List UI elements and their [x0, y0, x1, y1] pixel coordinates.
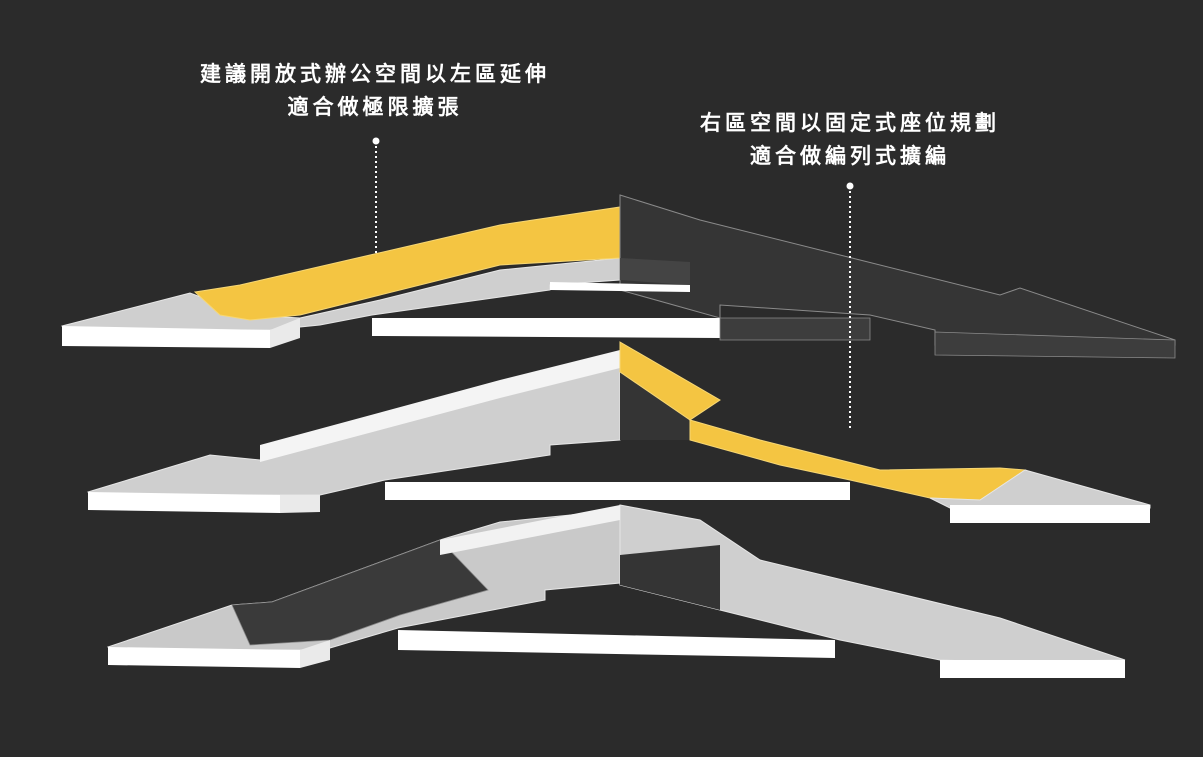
bottom-floor-wall-core [300, 640, 330, 668]
middle-floor-wall-left [88, 492, 280, 513]
bottom-floor-wall-center [398, 630, 835, 658]
callout-right-dot [846, 182, 854, 190]
callout-left-dot [372, 137, 380, 145]
annotation-right-line1: 右區空間以固定式座位規劃 [700, 111, 1000, 135]
middle-floor-backwall-left [260, 350, 620, 462]
callout-left [372, 137, 380, 255]
top-floor [61, 194, 1176, 359]
annotation-right-wing: 右區空間以固定式座位規劃 適合做編列式擴編 [660, 107, 1040, 173]
annotation-left-wing: 建議開放式辦公空間以左區延伸 適合做極限擴張 [170, 58, 580, 124]
bottom-floor-wall-right [940, 660, 1125, 678]
top-floor-wall-center [372, 318, 720, 338]
top-floor-wall-far-right [934, 331, 1176, 359]
bottom-floor [106, 504, 1126, 678]
top-floor-core-gray [620, 258, 690, 285]
top-floor-wall-right-dark [719, 317, 871, 341]
top-floor-wall-core [270, 318, 300, 348]
middle-floor-wall-center [385, 482, 850, 500]
top-floor-wall-bay [550, 282, 690, 292]
top-floor-wall-left [62, 326, 270, 348]
middle-floor [87, 341, 1151, 523]
annotation-right-line2: 適合做編列式擴編 [750, 144, 950, 168]
top-floor-highlight-left[interactable] [193, 206, 621, 321]
middle-floor-wall-right [950, 505, 1150, 523]
annotation-left-line2: 適合做極限擴張 [287, 95, 463, 119]
middle-floor-wall-core [280, 495, 320, 513]
bottom-floor-dark-zone [231, 539, 489, 646]
annotation-left-line1: 建議開放式辦公空間以左區延伸 [200, 62, 550, 86]
bottom-floor-wall-left [108, 647, 300, 668]
bottom-floor-dark-core [620, 545, 720, 610]
bottom-floor-backwall-left [440, 505, 620, 555]
callout-right [846, 182, 854, 430]
